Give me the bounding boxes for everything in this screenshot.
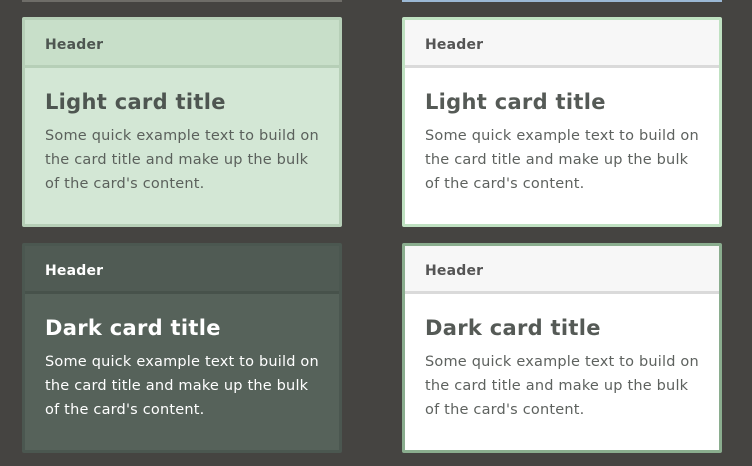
dark-card-filled: Header Dark card title Some quick exampl… (22, 243, 342, 453)
card-title: Dark card title (45, 316, 221, 340)
dark-card-outline: Header Dark card title Some quick exampl… (402, 243, 722, 453)
card-body: Dark card title Some quick example text … (405, 294, 719, 422)
card-body: Light card title Some quick example text… (405, 68, 719, 196)
card-text: Some quick example text to build on the … (45, 128, 319, 192)
light-card-filled: Header Light card title Some quick examp… (22, 17, 342, 227)
card-text: Some quick example text to build on the … (45, 354, 319, 418)
card-header: Header (25, 20, 339, 68)
card-header: Header (405, 246, 719, 294)
card-body: Dark card title Some quick example text … (25, 294, 339, 422)
card-title: Dark card title (425, 316, 601, 340)
card-edge-above-left (22, 0, 342, 2)
light-card-outline: Header Light card title Some quick examp… (402, 17, 722, 227)
card-title: Light card title (45, 90, 226, 114)
card-edge-above-right (402, 0, 722, 2)
card-body: Light card title Some quick example text… (25, 68, 339, 196)
card-title: Light card title (425, 90, 606, 114)
card-text: Some quick example text to build on the … (425, 128, 699, 192)
card-text: Some quick example text to build on the … (425, 354, 699, 418)
card-header: Header (25, 246, 339, 294)
card-header: Header (405, 20, 719, 68)
